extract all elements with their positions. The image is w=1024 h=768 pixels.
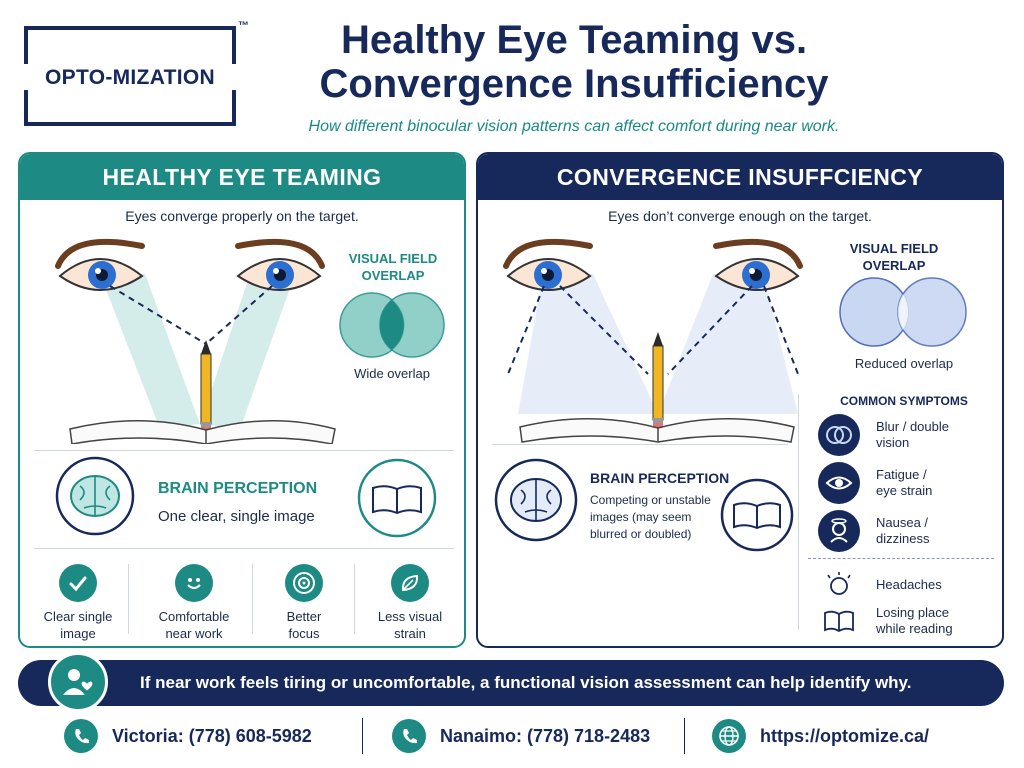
benefit-focus: Better focus bbox=[252, 564, 356, 642]
logo: OPTO-MIZATION bbox=[22, 26, 246, 126]
benefit-clear-image: Clear single image bbox=[26, 564, 130, 642]
panel-caption: Eyes don’t converge enough on the target… bbox=[608, 208, 872, 224]
phone-icon bbox=[392, 719, 426, 753]
phone-icon bbox=[64, 719, 98, 753]
diverging-eyes-illustration bbox=[503, 238, 803, 443]
checkmark-icon bbox=[59, 564, 97, 602]
visual-field-label: Wide overlap bbox=[354, 366, 430, 381]
brain-icon bbox=[494, 458, 578, 542]
person-heart-icon bbox=[48, 652, 108, 712]
convergence-insufficiency-panel: CONVERGENCE INSUFFCIENCY Eyes don’t conv… bbox=[476, 152, 1004, 648]
target-icon bbox=[285, 564, 323, 602]
brain-perception-text: One clear, single image bbox=[158, 508, 315, 525]
panel-caption: Eyes converge properly on the target. bbox=[125, 208, 359, 224]
brain-perception-title: BRAIN PERCEPTION bbox=[158, 480, 318, 497]
banner-text: If near work feels tiring or uncomfortab… bbox=[140, 673, 912, 692]
book-icon bbox=[818, 600, 860, 642]
visual-field-overlap-venn bbox=[339, 292, 445, 358]
left-eye-icon bbox=[55, 238, 145, 291]
call-to-action-banner bbox=[18, 660, 1004, 706]
visual-field-title: VISUAL FIELD OVERLAP bbox=[348, 251, 438, 283]
contact-nanaimo[interactable]: Nanaimo: (778) 718-2483 bbox=[392, 716, 650, 756]
dizzy-head-icon bbox=[818, 510, 860, 552]
page-subtitle: How different binocular vision patterns … bbox=[308, 118, 840, 135]
contact-victoria[interactable]: Victoria: (778) 608-5982 bbox=[64, 716, 312, 756]
visual-field-title: VISUAL FIELD OVERLAP bbox=[849, 241, 939, 273]
leaf-icon bbox=[391, 564, 429, 602]
logo-text: OPTO-MIZATION bbox=[45, 66, 215, 89]
symptom-nausea: Nausea /dizziness bbox=[818, 510, 976, 552]
benefit-less-strain: Less visual strain bbox=[358, 564, 462, 642]
headache-icon bbox=[818, 564, 860, 606]
double-circle-icon bbox=[818, 414, 860, 456]
contact-website[interactable]: https://optomize.ca/ bbox=[712, 716, 929, 756]
nanaimo-phone[interactable]: Nanaimo: (778) 718-2483 bbox=[440, 725, 651, 746]
victoria-phone[interactable]: Victoria: (778) 608-5982 bbox=[112, 725, 312, 746]
open-book-icon bbox=[519, 418, 795, 443]
visual-field-overlap-venn bbox=[839, 277, 967, 347]
brain-icon bbox=[55, 456, 135, 536]
common-symptoms-title: COMMON SYMPTOMS bbox=[840, 394, 968, 408]
trademark: ™ bbox=[238, 20, 249, 32]
pencil-icon bbox=[200, 340, 212, 432]
brain-perception-text: Competing or unstable images (may seem b… bbox=[590, 493, 711, 541]
healthy-eye-teaming-panel: HEALTHY EYE TEAMING Eyes converge proper… bbox=[18, 152, 466, 648]
eye-icon bbox=[818, 462, 860, 504]
benefit-comfortable: Comfortable near work bbox=[142, 564, 246, 642]
globe-icon bbox=[712, 719, 746, 753]
page-title: Healthy Eye Teaming vs. Convergence Insu… bbox=[319, 18, 829, 106]
right-eye-icon bbox=[235, 238, 325, 291]
symptom-headaches: Headaches bbox=[818, 564, 976, 606]
smile-icon bbox=[175, 564, 213, 602]
book-icon bbox=[357, 458, 437, 538]
pencil-icon bbox=[652, 332, 664, 428]
left-eye-icon bbox=[503, 238, 593, 291]
panel-heading: HEALTHY EYE TEAMING bbox=[20, 154, 464, 200]
brain-perception-title: BRAIN PERCEPTION bbox=[590, 470, 730, 486]
website-link[interactable]: https://optomize.ca/ bbox=[760, 725, 930, 746]
converging-eyes-illustration bbox=[55, 238, 336, 444]
right-eye-icon bbox=[713, 238, 803, 291]
panel-heading: CONVERGENCE INSUFFCIENCY bbox=[478, 154, 1002, 200]
book-icon bbox=[720, 478, 794, 552]
visual-field-label: Reduced overlap bbox=[854, 356, 954, 371]
symptom-fatigue: Fatigue /eye strain bbox=[818, 462, 976, 504]
open-book-icon bbox=[69, 420, 336, 444]
